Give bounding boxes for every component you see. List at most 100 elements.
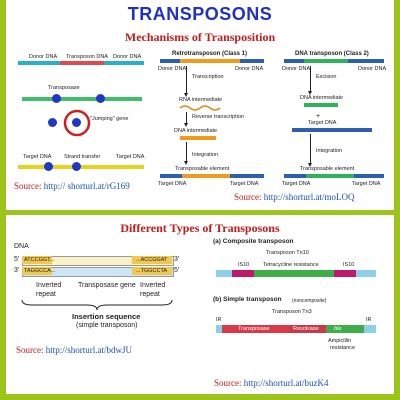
five-prime-top: 5'	[14, 256, 20, 263]
rna-intermediate-label: RNA intermediate	[179, 97, 223, 103]
retro-target-label-left: Target DNA	[158, 181, 187, 187]
bla-block	[326, 325, 364, 333]
dna-donor-bar-right	[348, 59, 384, 63]
transposase-dna-bar	[22, 97, 142, 101]
dna-element-bar	[304, 59, 348, 63]
reverse-transcription-label: Reverse transcription	[192, 114, 244, 120]
insertion-sequence-label: Insertion sequence	[72, 312, 141, 321]
transposase-block	[222, 325, 290, 333]
resolvase-block-label: Resolvase	[293, 326, 319, 332]
composite-heading: (a) Composite transposon	[213, 238, 294, 245]
transcription-arrow	[184, 66, 188, 97]
dna-inserted-element-bar	[306, 174, 354, 178]
is10-left-label: IS10	[238, 262, 250, 268]
page-title: TRANSPOSONS	[127, 4, 273, 24]
dna-transposon-heading: DNA transposon (Class 2)	[295, 51, 369, 57]
source-3: Source: http://shorturl.at/bdwJU	[16, 345, 132, 355]
plus-sign: +	[316, 113, 321, 120]
is10-right-label: IS10	[343, 262, 355, 268]
is10-left-block	[232, 270, 254, 277]
seq-bottom-right: ...TGGCCTA	[136, 268, 168, 274]
resistance-label: resistance	[330, 345, 356, 351]
transcription-label: Transcription	[192, 74, 224, 80]
retro-integration-arrow	[184, 142, 188, 165]
dna-target-bar	[292, 128, 372, 132]
target-dna-bar	[18, 165, 144, 169]
rna-wave	[179, 105, 221, 111]
donor-dna-label-right: Donor DNA	[113, 54, 142, 60]
donor-dna-bar-left	[18, 61, 60, 65]
dna-donor-label-right: Donor DNA	[358, 66, 387, 72]
ir-left-label: IR	[216, 317, 222, 323]
transposase-protein-5	[44, 162, 53, 171]
insertion-brace	[21, 299, 173, 311]
target-dna-label-left: Target DNA	[23, 154, 52, 160]
donor-dna-label-left: Donor DNA	[29, 54, 58, 60]
jumping-gene-label: "Jumping" gene	[90, 116, 129, 122]
dna-target-label-left: Target DNA	[282, 181, 311, 187]
retro-donor-bar-left	[160, 59, 180, 63]
dna-transposable-element-label: Transposable element	[300, 166, 355, 172]
simple-transposon-label: (simple transposon)	[76, 322, 138, 329]
transposase-gene-label: Transposase gene	[78, 282, 136, 289]
dna-integration-arrow	[308, 134, 312, 167]
source-1-link[interactable]: http:// shorturl.at/rG169	[43, 181, 130, 191]
retro-integration-label: Integration	[192, 152, 218, 158]
transposase-protein-3	[48, 118, 57, 127]
tetracycline-block	[254, 270, 334, 277]
retro-donor-label-left: Donor DNA	[158, 66, 187, 72]
source-3-link[interactable]: http://shorturl.at/bdwJU	[45, 345, 132, 355]
retrotransposon-heading: Retrotransposon (Class 1)	[172, 51, 248, 57]
inverted-repeat-left: Inverted	[36, 282, 62, 289]
dna-dna-intermediate-label: DNA intermediate	[300, 95, 344, 101]
retro-dna-intermediate-bar	[180, 136, 216, 140]
dna-intermediate-label: DNA intermediate	[174, 128, 218, 134]
dna-donor-bar-left	[284, 59, 304, 63]
five-prime-bottom: 5'	[174, 267, 180, 274]
source-4: Source: http://shorturl.at/buzK4	[214, 378, 329, 388]
retro-target-bar-left	[160, 174, 182, 178]
ampicillin-label: Ampicillin	[328, 338, 352, 344]
simple-heading: (b) Simple transposon	[213, 296, 282, 303]
seq-top-right: ...ACCGGAT	[136, 257, 168, 263]
excision-arrow	[308, 66, 312, 95]
ir-right-label: IR	[366, 317, 372, 323]
source-1: Source: http:// shorturl.at/rG169	[14, 181, 130, 191]
retro-donor-label-right: Donor DNA	[235, 66, 264, 72]
left-repeat-bottom	[22, 267, 52, 275]
mechanisms-heading: Mechanisms of Transposition	[124, 30, 276, 44]
resolvase-block	[290, 325, 326, 333]
seq-top-left: ATCCGGT...	[24, 257, 55, 263]
source-2-link[interactable]: http://shorturl.at/moLOQ	[263, 192, 355, 202]
dna-intermediate-bar	[304, 103, 338, 107]
tetracycline-label: Tetracycline resistance	[263, 262, 319, 268]
left-repeat-top	[22, 256, 52, 264]
right-repeat-bottom	[132, 267, 172, 275]
source-4-link[interactable]: http://shorturl.at/buzK4	[243, 378, 329, 388]
is10-right-block	[334, 270, 356, 277]
right-repeat-top	[132, 256, 172, 264]
source-2: Source: http://shorturl.at/moLOQ	[234, 192, 355, 202]
dna-target-dna-label: Target DNA	[308, 120, 337, 126]
retro-transposable-element-label: Transposable element	[175, 166, 230, 172]
noncomposite-label: (noncomposite)	[292, 298, 327, 304]
retro-target-label-right: Target DNA	[230, 181, 259, 187]
transposase-protein-6	[72, 162, 81, 171]
three-prime-bottom: 3'	[14, 267, 20, 274]
transposase-protein-1	[52, 94, 61, 103]
retro-donor-bar-right	[240, 59, 264, 63]
seq-bottom-left: TAGGCCA...	[24, 268, 56, 274]
jumping-gene-loop	[63, 109, 91, 137]
dna-donor-label-left: Donor DNA	[282, 66, 311, 72]
dna-target-bar-right	[354, 174, 384, 178]
transposon-bar	[60, 61, 104, 65]
transposase-protein-2	[96, 94, 105, 103]
tn3-label: Transposon Tn3	[272, 309, 312, 315]
bla-block-label: bla	[334, 326, 342, 332]
transposase-block-label: Transposase	[238, 326, 270, 332]
strand-transfer-label: Strand transfer	[64, 154, 101, 160]
dna-target-bar-left	[284, 174, 306, 178]
reverse-transcription-arrow	[184, 112, 188, 127]
donor-dna-bar-right	[104, 61, 144, 65]
